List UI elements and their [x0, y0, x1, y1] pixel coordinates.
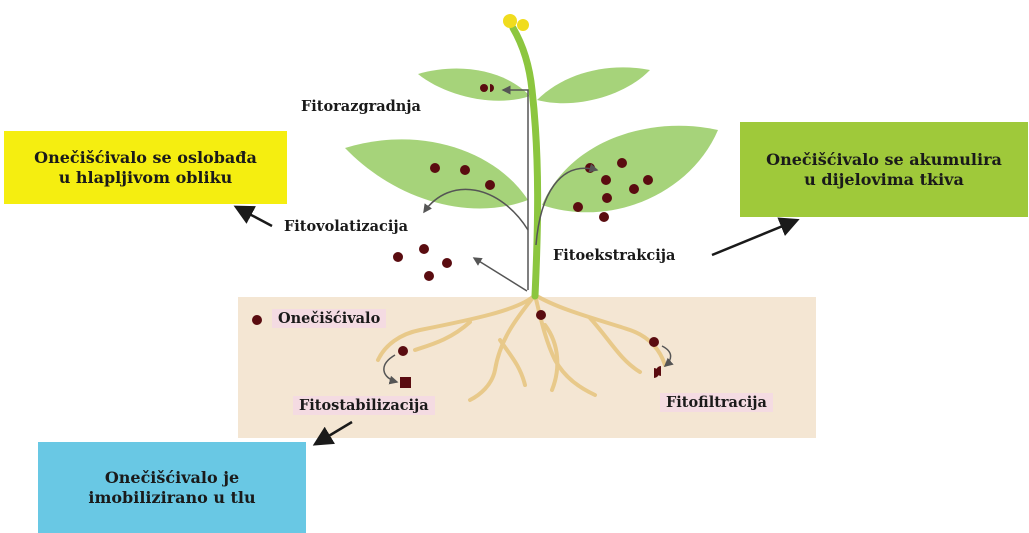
soil-immobilization-box: Onečišćivalo je imobilizirano u tlu	[38, 442, 306, 533]
volatile-release-box: Onečišćivalo se oslobađa u hlapljivom ob…	[4, 131, 287, 204]
leaf-top-left	[418, 69, 530, 101]
stem	[513, 28, 538, 296]
volatile-release-text: Onečišćivalo se oslobađa u hlapljivom ob…	[34, 148, 257, 188]
pollutant-dot-icon	[252, 315, 262, 325]
leaf-right	[542, 126, 718, 213]
label-fitovolatizacija: Fitovolatizacija	[284, 218, 408, 235]
soil-immobilization-text: Onečišćivalo je imobilizirano u tlu	[88, 468, 255, 508]
tissue-accumulation-box: Onečišćivalo se akumulira u dijelovima t…	[740, 122, 1028, 217]
label-fitorazgradnja: Fitorazgradnja	[301, 98, 421, 115]
leaf-top-right	[537, 67, 650, 103]
label-fitoekstrakcija: Fitoekstrakcija	[553, 247, 675, 264]
label-fitofiltracija: Fitofiltracija	[660, 393, 773, 412]
label-fitostabilizacija: Fitostabilizacija	[293, 396, 435, 415]
tissue-accumulation-text: Onečišćivalo se akumulira u dijelovima t…	[766, 150, 1002, 190]
label-onecisćivalo: Onečišćivalo	[272, 309, 386, 328]
